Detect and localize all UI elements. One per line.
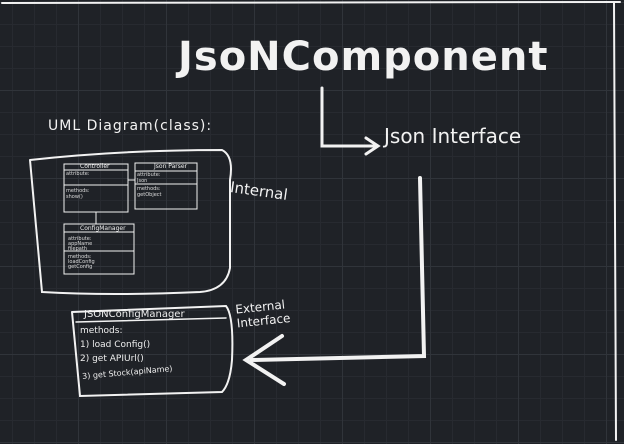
class-name-controller: Controller xyxy=(80,163,110,170)
external-interface-label: External Interface xyxy=(234,297,292,331)
class-name-jsonparser: Json Parser xyxy=(154,163,188,170)
frame-top xyxy=(1,1,621,4)
class-method: methods: xyxy=(66,188,90,194)
class-method: methods: xyxy=(68,254,92,260)
manager-methods-label: methods: xyxy=(80,326,123,336)
class-method: methods: xyxy=(137,186,161,192)
interface-label: Json Interface xyxy=(384,124,522,148)
class-attr: appName xyxy=(68,241,93,247)
manager-name: JSONConfigManager xyxy=(84,309,185,320)
internal-boundary xyxy=(29,148,232,295)
class-jsonparser-box xyxy=(134,162,198,210)
component-title: JsoNComponent xyxy=(178,34,549,80)
manager-method: 2) get APIUrl() xyxy=(80,354,144,364)
class-method: getObject xyxy=(137,192,162,198)
class-attr: filepath xyxy=(68,246,87,252)
frame-right xyxy=(613,1,617,441)
class-method: show() xyxy=(66,194,83,200)
class-method: loadConfig xyxy=(68,259,95,265)
arrow-title-to-interface xyxy=(320,86,381,156)
uml-heading: UML Diagram(class): xyxy=(48,118,213,134)
arrow-interface-to-manager xyxy=(242,176,427,386)
class-attr: attribute: xyxy=(137,172,161,178)
class-method: getConfig xyxy=(68,264,93,270)
class-attr: attribute: xyxy=(66,171,90,177)
class-attr: attribute: xyxy=(68,236,92,242)
class-configmanager-box xyxy=(63,223,135,275)
manager-method: 1) load Config() xyxy=(80,340,151,350)
manager-boundary xyxy=(71,304,234,398)
class-name-configmanager: ConfigManager xyxy=(80,225,126,232)
class-attr: Json xyxy=(137,178,148,184)
